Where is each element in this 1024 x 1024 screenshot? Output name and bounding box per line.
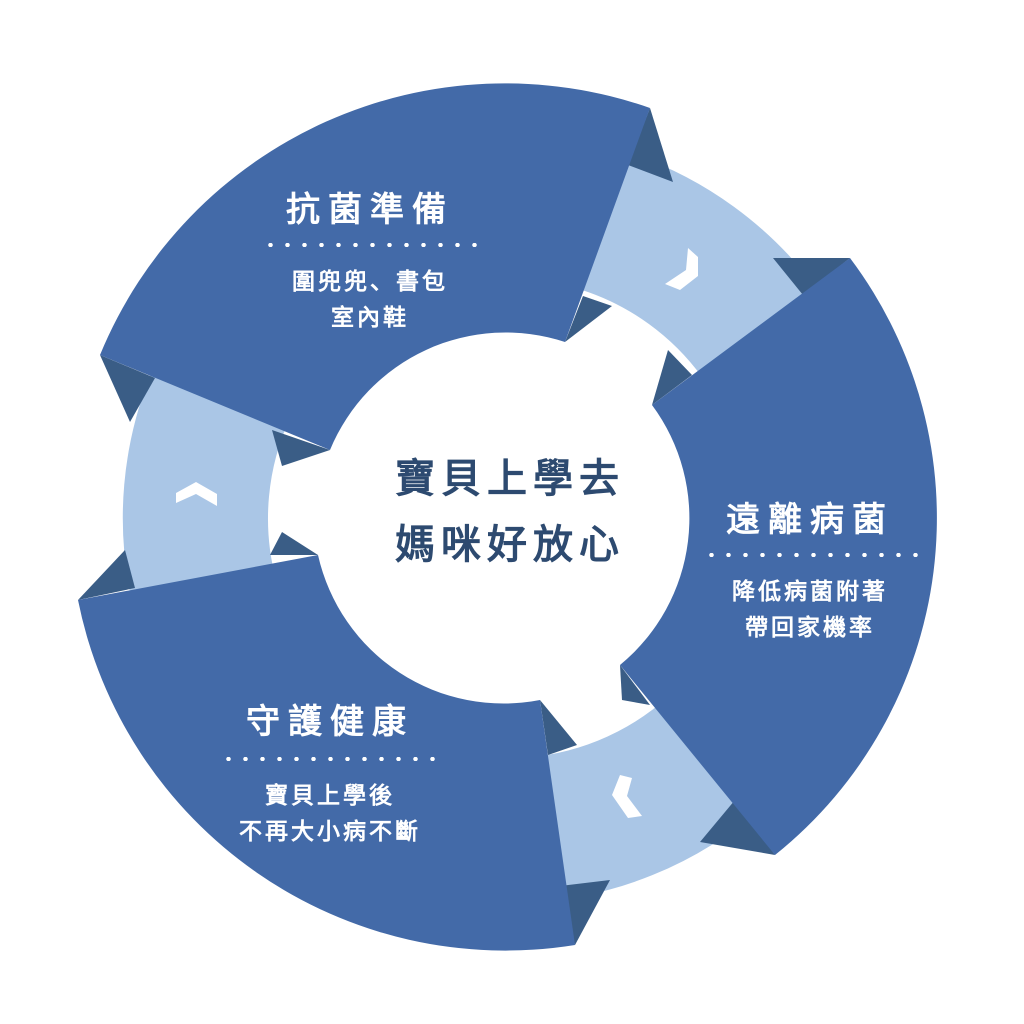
center-line1: 寶貝上學去 [395, 456, 625, 502]
step-2-line2: 帶回家機率 [745, 615, 875, 641]
step-1-line2: 室內鞋 [331, 305, 409, 331]
step-3-line2: 不再大小病不斷 [239, 819, 421, 845]
chevron-down-icon [612, 775, 642, 818]
step-1-title: 抗菌準備 [286, 190, 454, 230]
step-3-divider [220, 757, 442, 761]
step-1-desc: 圍兜兜、書包 室內鞋 [240, 264, 500, 336]
segment-bottom-left [78, 555, 575, 951]
step-2-desc: 降低病菌附著 帶回家機率 [690, 574, 930, 646]
step-1-divider [262, 243, 484, 247]
chevron-up-icon [176, 482, 217, 506]
step-2-divider [703, 553, 925, 557]
step-2-line1: 降低病菌附著 [732, 579, 888, 605]
step-1-line1: 圍兜兜、書包 [292, 269, 448, 295]
step-3-desc: 寶貝上學後 不再大小病不斷 [200, 778, 460, 850]
step-3-title: 守護健康 [246, 702, 414, 742]
center-text: 寶貝上學去 媽咪好放心 [360, 446, 660, 578]
center-line2: 媽咪好放心 [395, 522, 625, 568]
step-3-line1: 寶貝上學後 [265, 783, 395, 809]
connector-top-right [582, 152, 819, 377]
connector-left [122, 355, 291, 618]
segment-top [100, 83, 650, 451]
step-2-title: 遠離病菌 [726, 500, 894, 540]
chevron-right-icon [665, 248, 698, 290]
